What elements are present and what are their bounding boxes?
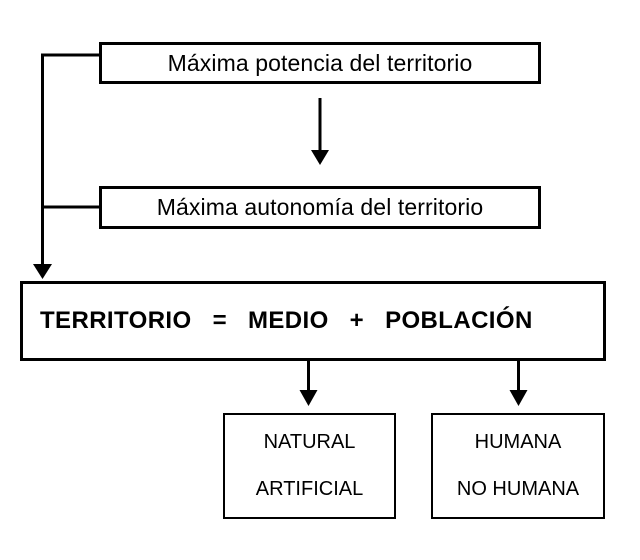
equation-row: TERRITORIO = MEDIO + POBLACIÓN — [40, 307, 533, 335]
equation-term-medio: MEDIO — [247, 307, 329, 334]
equation-operator-plus: + — [349, 307, 365, 334]
node-poblacion-types[interactable]: HUMANA NO HUMANA — [431, 413, 605, 519]
node-medio-types-line1: NATURAL — [263, 431, 356, 453]
arrowhead-down-trunk — [33, 264, 52, 279]
arrowhead-down-poblacion — [509, 390, 528, 406]
connector-potencia-to-autonomia — [311, 98, 329, 165]
node-poblacion-types-line2: NO HUMANA — [456, 478, 580, 500]
node-medio-types-line2: ARTIFICIAL — [255, 478, 364, 500]
arrowhead-down-middle — [311, 150, 329, 165]
node-maxima-potencia-label: Máxima potencia del territorio — [167, 49, 473, 76]
connector-potencia-to-equation — [33, 53, 99, 279]
equation-term-poblacion: POBLACIÓN — [385, 307, 533, 334]
equation-operator-equals: = — [212, 307, 227, 334]
node-territorio-equation[interactable]: TERRITORIO = MEDIO + POBLACIÓN — [20, 281, 606, 361]
node-maxima-potencia[interactable]: Máxima potencia del territorio — [99, 42, 541, 84]
node-maxima-autonomia-label: Máxima autonomía del territorio — [156, 194, 484, 221]
node-poblacion-types-line1: HUMANA — [474, 431, 562, 453]
equation-term-territorio: TERRITORIO — [40, 307, 192, 334]
node-medio-types-inner: NATURAL ARTIFICIAL — [225, 432, 394, 500]
node-poblacion-types-inner: HUMANA NO HUMANA — [433, 432, 603, 500]
arrowhead-down-medio — [299, 390, 318, 406]
node-medio-types[interactable]: NATURAL ARTIFICIAL — [223, 413, 396, 519]
node-maxima-autonomia[interactable]: Máxima autonomía del territorio — [99, 186, 541, 229]
